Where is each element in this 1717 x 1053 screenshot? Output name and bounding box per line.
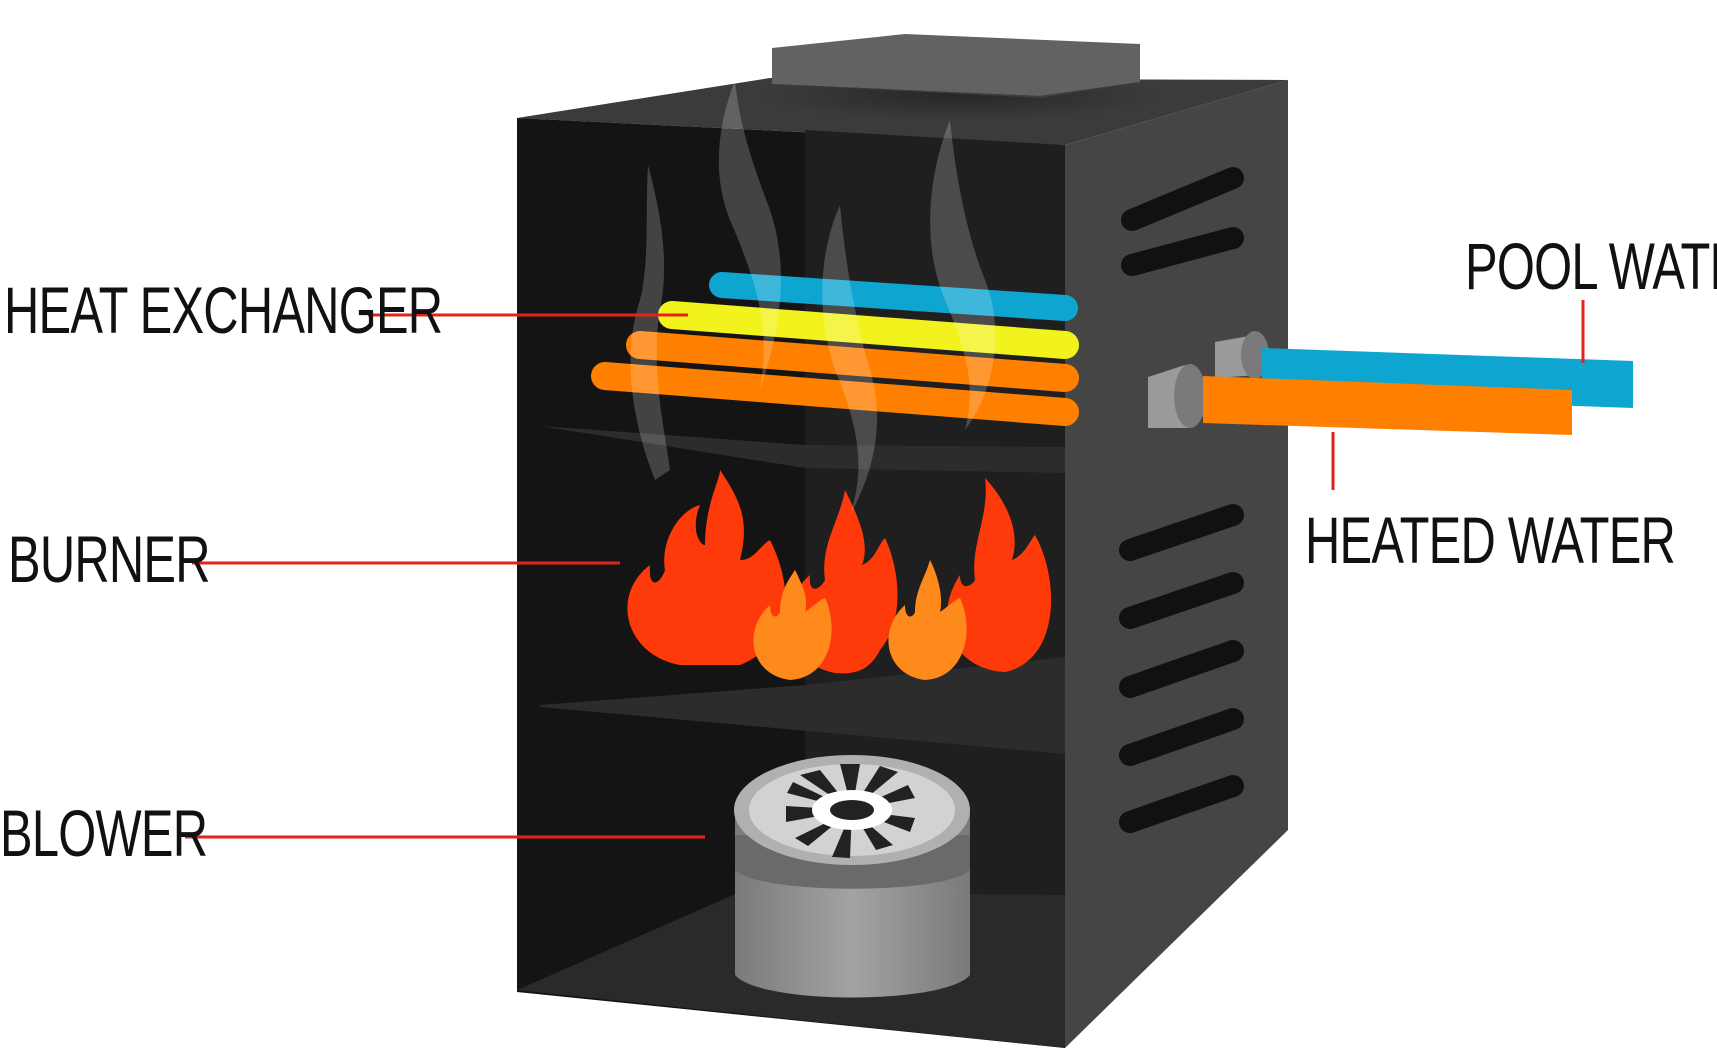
shelf-upper: [540, 426, 1065, 473]
label-heat-exchanger: HEAT EXCHANGER: [4, 273, 443, 347]
heated-water-pipe: [1203, 376, 1572, 435]
pipe-orange-1: [626, 331, 1079, 392]
side-vents: [1119, 167, 1244, 833]
label-pool-water: POOL WATER: [1465, 229, 1717, 303]
pipe-orange-2: [591, 362, 1079, 426]
label-burner: BURNER: [8, 522, 211, 596]
shelf-middle: [540, 657, 1065, 754]
pipe-yellow: [658, 301, 1079, 359]
leader-lines: [185, 300, 1585, 839]
pipe-blue: [709, 272, 1078, 321]
cabinet-side-panel: [1065, 80, 1288, 1048]
heat-exchanger-pipes: [591, 272, 1079, 426]
flame-icon: [627, 470, 1052, 680]
label-heated-water: HEATED WATER: [1305, 503, 1676, 577]
steam-icon: [630, 80, 996, 515]
label-blower: BLOWER: [0, 796, 208, 870]
cabinet-top-box: [772, 34, 1140, 96]
blower-fan-icon: [734, 755, 970, 998]
